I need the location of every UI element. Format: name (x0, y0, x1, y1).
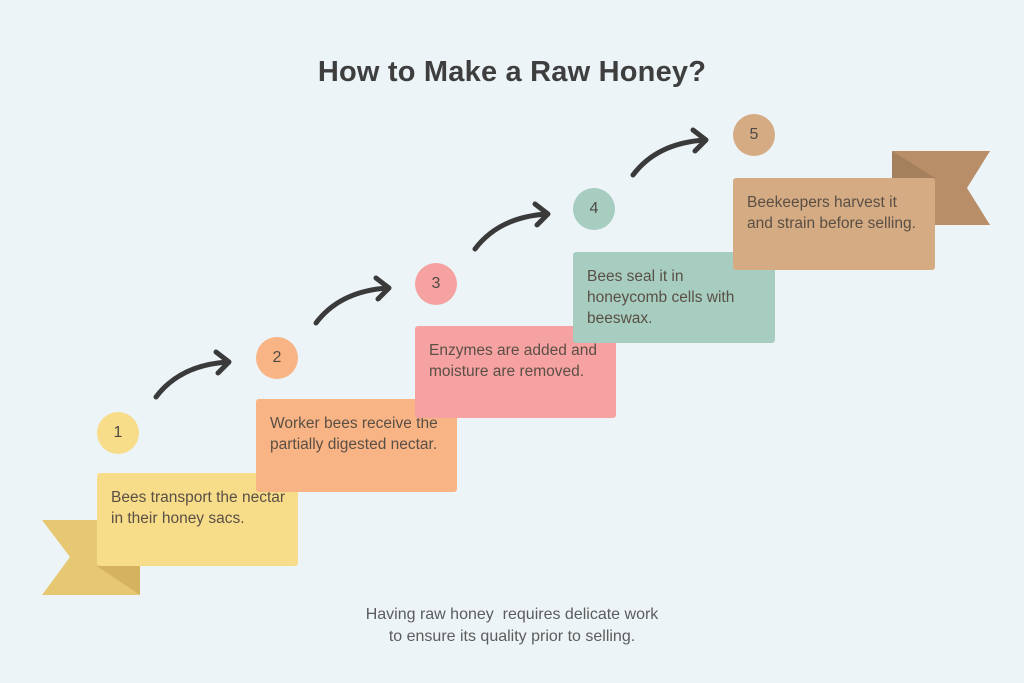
step-2-number: 2 (256, 337, 298, 379)
diagram-title: How to Make a Raw Honey? (317, 56, 707, 88)
step-1-text: Bees transport the nectar in their honey… (111, 489, 286, 527)
left-ribbon-fold (97, 566, 140, 595)
arrow-icon-3 (472, 201, 551, 252)
step-4-number: 4 (573, 188, 615, 230)
caption-line-1: Having raw honey requires delicate work (365, 606, 659, 623)
step-5-number: 5 (733, 114, 775, 156)
arrow-icon-2 (313, 275, 392, 326)
arrow-icon-4 (630, 127, 709, 178)
step-4-text: Bees seal it in honeycomb cells with bee… (587, 268, 735, 327)
step-5-text: Beekeepers harvest it and strain before … (747, 194, 916, 232)
step-3-number: 3 (415, 263, 457, 305)
footer-caption: Having raw honey requires delicate work … (0, 604, 1024, 648)
step-1-number: 1 (97, 412, 139, 454)
step-2-text: Worker bees receive the partially digest… (270, 415, 438, 453)
caption-line-2: to ensure its quality prior to selling. (388, 628, 636, 645)
arrow-icon-1 (153, 349, 232, 400)
step-5-card: Beekeepers harvest it and strain before … (733, 178, 935, 270)
right-ribbon-fold (892, 151, 935, 178)
step-3-text: Enzymes are added and moisture are remov… (429, 342, 598, 380)
